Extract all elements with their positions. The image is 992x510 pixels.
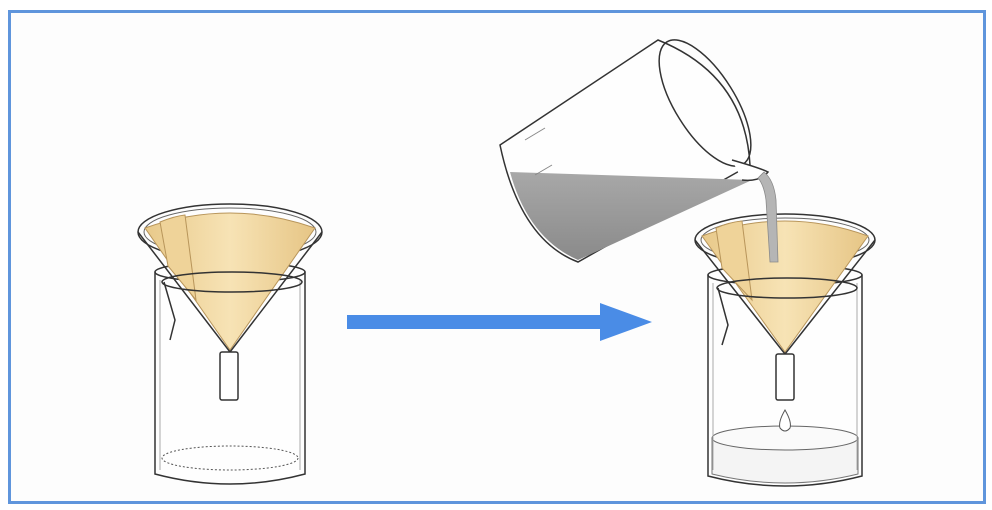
filtration-setup-left (138, 204, 322, 484)
filtration-setup-right (500, 26, 875, 486)
right-arrow-icon (347, 303, 652, 341)
